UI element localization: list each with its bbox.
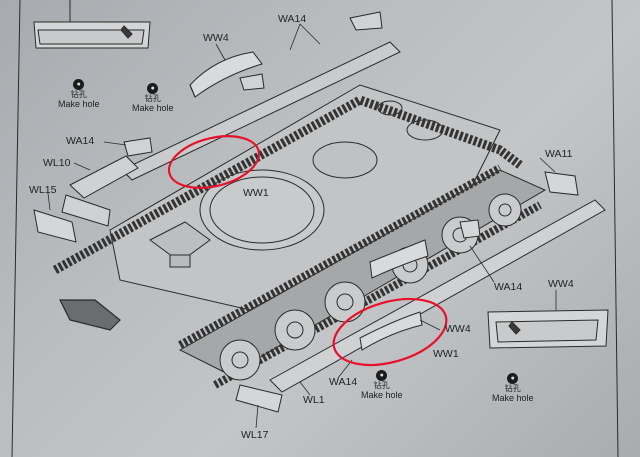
label-wl1: WL1 (303, 394, 325, 406)
highlight-circle-upper (167, 135, 261, 189)
label-wl15: WL15 (29, 184, 57, 196)
upper-track (52, 95, 523, 331)
label-ww1-mid: WW1 (433, 348, 459, 360)
label-ww4-top: WW4 (203, 32, 229, 44)
label-ww4-right-panel: WW4 (548, 278, 574, 290)
label-wl10: WL10 (43, 157, 71, 169)
drill-hole-icon: ● (73, 79, 85, 90)
inset-panel-right (487, 309, 609, 349)
tank-hull (109, 84, 501, 311)
make-hole-note: ● 钻孔 Make hole (492, 373, 534, 404)
label-wa14-right: WA14 (494, 281, 523, 293)
label-ww4-mid: WW4 (445, 323, 471, 335)
lower-track (178, 164, 547, 389)
lower-fender-strip (235, 171, 606, 413)
highlight-circle-lower (332, 297, 448, 367)
label-wl17: WL17 (241, 429, 269, 441)
left-fender-parts (33, 155, 139, 243)
make-hole-note: ● 钻孔 Make hole (361, 370, 403, 401)
frame-line-left (11, 0, 21, 457)
label-ww1-center: WW1 (243, 187, 269, 199)
label-wa14-left: WA14 (66, 135, 95, 147)
drill-hole-icon: ● (147, 83, 159, 94)
frame-line-right (611, 0, 619, 457)
label-wa11: WA11 (545, 148, 573, 160)
leader-lines (47, 23, 557, 429)
make-hole-note: ● 钻孔 Make hole (132, 83, 174, 114)
make-hole-note: ● 钻孔 Make hole (58, 79, 100, 110)
drill-hole-icon: ● (376, 370, 388, 381)
inset-panel-top-left (33, 0, 151, 49)
label-wa14-bottom: WA14 (329, 376, 358, 388)
ww4-top-part (189, 51, 263, 98)
drill-hole-icon: ● (507, 373, 519, 384)
label-wa14-top: WA14 (278, 13, 307, 25)
